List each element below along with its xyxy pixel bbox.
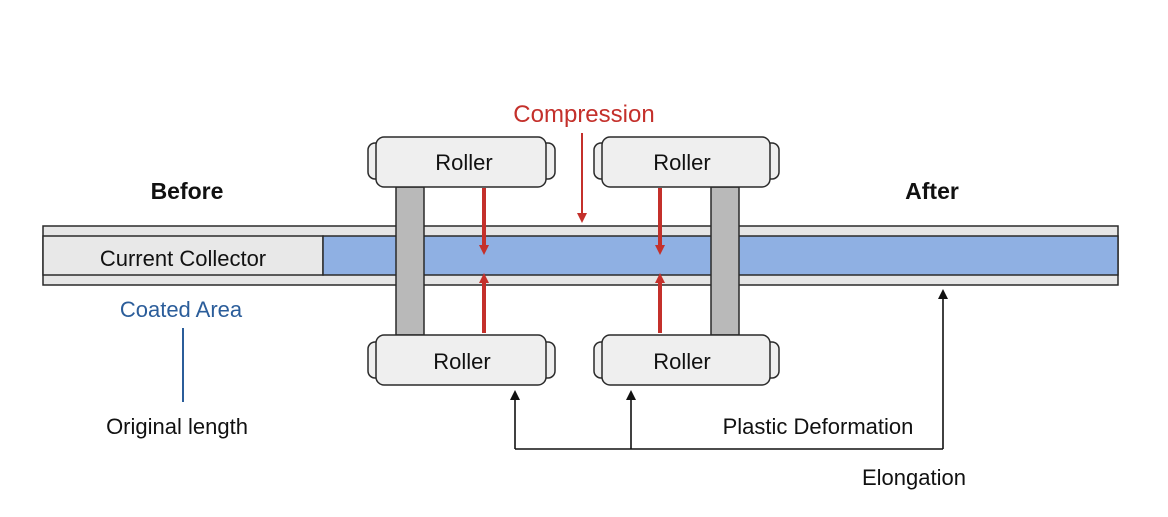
plastic-deformation-label: Plastic Deformation: [723, 414, 914, 439]
roller-bottom-left: Roller: [367, 334, 556, 386]
current-collector-label: Current Collector: [100, 246, 266, 271]
original-length-label: Original length: [106, 414, 248, 439]
roller-top-right: Roller: [593, 136, 780, 188]
roller-label: Roller: [435, 150, 492, 175]
roller-top-left: Roller: [367, 136, 556, 188]
coated-area-label: Coated Area: [120, 297, 243, 322]
deformation-connector: [510, 289, 948, 450]
before-label: Before: [151, 178, 224, 204]
elongation-label: Elongation: [862, 465, 966, 490]
roller-post-right: [710, 186, 740, 336]
roller-label: Roller: [653, 349, 710, 374]
after-label: After: [905, 178, 959, 204]
roller-label: Roller: [433, 349, 490, 374]
current-collector-block: [42, 235, 324, 276]
roller-label: Roller: [653, 150, 710, 175]
roller-bottom-right: Roller: [593, 334, 780, 386]
roller-post-left: [395, 186, 425, 336]
compression-label: Compression: [513, 101, 654, 128]
